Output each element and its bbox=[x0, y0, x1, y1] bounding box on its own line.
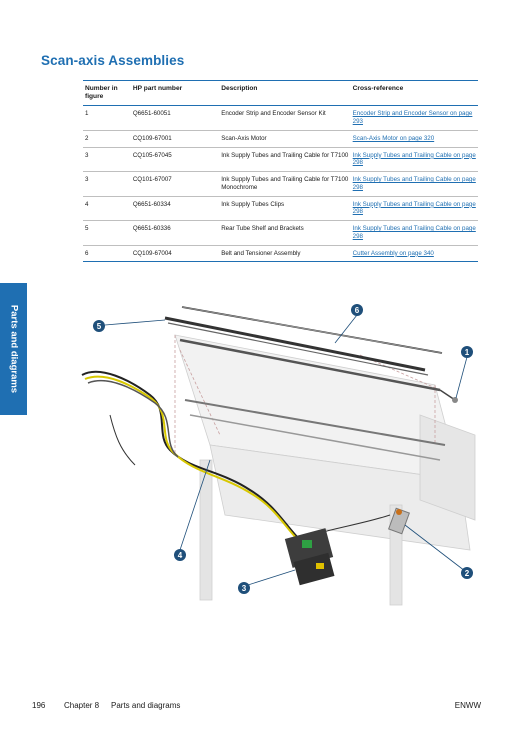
cross-reference-link-text[interactable]: Cutter Assembly on page 340 bbox=[352, 249, 434, 257]
part-description-text: Scan-Axis Motor bbox=[221, 134, 267, 142]
part-description-text: Belt and Tensioner Assembly bbox=[221, 249, 301, 257]
part-number-in-figure: 3 bbox=[83, 147, 131, 173]
callout-5: 5 bbox=[93, 319, 166, 332]
callout-2-label: 2 bbox=[465, 569, 470, 578]
scan-axis-rails bbox=[179, 338, 446, 461]
cross-reference-link: Ink Supply Tubes and Trailing Cable on p… bbox=[350, 171, 478, 197]
part-description-text: Encoder Strip and Encoder Sensor Kit bbox=[221, 110, 326, 118]
table-body: 1 Q6651-60051 Encoder Strip and Encoder Se… bbox=[83, 105, 478, 263]
page-title: Scan-axis Assemblies bbox=[41, 53, 185, 68]
footer-chapter: Chapter 8 bbox=[64, 701, 100, 710]
table-row: 2 CQ109-67001 Scan-Axis Motor Scan-Axis Mot… bbox=[83, 130, 478, 148]
hp-part-number: CQ101-67007 bbox=[130, 171, 220, 197]
part-description: Scan-Axis Motor bbox=[219, 130, 351, 148]
callout-4-label: 4 bbox=[178, 551, 183, 560]
encoder-sensor bbox=[439, 389, 458, 403]
scan-axis-motor bbox=[388, 507, 410, 535]
hp-part-number-text: CQ101-67007 bbox=[132, 176, 172, 184]
table-header-row: Number in figure HP part number Descript… bbox=[83, 80, 478, 106]
table-row: 5 Q6651-60336 Rear Tube Shelf and Brackets… bbox=[83, 220, 478, 246]
parts-table: Number in figure HP part number Descript… bbox=[83, 80, 478, 263]
part-description-text: Rear Tube Shelf and Brackets bbox=[221, 225, 304, 233]
part-description: Ink Supply Tubes and Trailing Cable for … bbox=[219, 147, 351, 173]
callout-2: 2 bbox=[404, 524, 473, 579]
cross-reference-link: Ink Supply Tubes and Trailing Cable on p… bbox=[350, 147, 478, 173]
part-number-in-figure-text: 3 bbox=[85, 176, 89, 184]
cross-reference-link-text[interactable]: Ink Supply Tubes and Trailing Cable on p… bbox=[352, 176, 476, 191]
part-number-in-figure: 3 bbox=[83, 171, 131, 197]
part-description-text: Ink Supply Tubes Clips bbox=[221, 200, 285, 208]
hp-part-number: Q6651-60051 bbox=[130, 105, 220, 131]
cross-reference-link-text[interactable]: Encoder Strip and Encoder Sensor on page… bbox=[352, 110, 473, 126]
hp-part-number-text: Q6651-60334 bbox=[132, 200, 171, 208]
section-side-tab[interactable]: Parts and diagrams bbox=[0, 283, 27, 415]
side-tab-label: Parts and diagrams bbox=[8, 304, 19, 394]
hp-part-number: CQ109-67001 bbox=[130, 130, 220, 148]
footer-page-number: 196 bbox=[32, 701, 46, 710]
part-number-in-figure: 5 bbox=[83, 220, 131, 246]
cross-reference-link-text[interactable]: Scan-Axis Motor on page 320 bbox=[352, 134, 435, 142]
table-row: 3 CQ105-67045 Ink Supply Tubes and Trailin… bbox=[83, 147, 478, 173]
callout-1-label: 1 bbox=[465, 348, 470, 357]
table-row: 1 Q6651-60051 Encoder Strip and Encoder Se… bbox=[83, 105, 478, 131]
cross-reference-link: Encoder Strip and Encoder Sensor on page… bbox=[350, 105, 478, 131]
part-number-in-figure-text: 3 bbox=[85, 151, 89, 159]
part-description-text: Ink Supply Tubes and Trailing Cable for … bbox=[221, 151, 349, 159]
callout-6: 6 bbox=[334, 304, 363, 344]
hp-part-number-text: CQ109-67004 bbox=[132, 249, 172, 257]
ink-supply-tube-assembly bbox=[284, 528, 335, 586]
header-part-number: HP part number bbox=[132, 85, 183, 92]
callout-5-label: 5 bbox=[97, 322, 102, 331]
hp-part-number: Q6651-60336 bbox=[130, 220, 220, 246]
part-number-in-figure-text: 1 bbox=[85, 110, 89, 118]
table-row: 6 CQ109-67004 Belt and Tensioner Assembly C… bbox=[83, 245, 478, 263]
hp-part-number-text: Q6651-60051 bbox=[132, 110, 171, 118]
part-number-in-figure-text: 5 bbox=[85, 225, 89, 233]
part-number-in-figure: 6 bbox=[83, 245, 131, 263]
hp-part-number-text: Q6651-60336 bbox=[132, 225, 171, 233]
part-number-in-figure: 1 bbox=[83, 105, 131, 131]
footer-right-label: ENWW bbox=[454, 701, 481, 710]
hp-part-number: CQ109-67004 bbox=[130, 245, 220, 263]
part-description: Belt and Tensioner Assembly bbox=[219, 245, 351, 263]
callout-3-label: 3 bbox=[242, 584, 247, 593]
part-number-in-figure-text: 2 bbox=[85, 134, 89, 142]
part-description: Ink Supply Tubes and Trailing Cable for … bbox=[219, 171, 351, 197]
part-number-in-figure-text: 4 bbox=[85, 200, 89, 208]
cross-reference-link: Ink Supply Tubes and Trailing Cable on p… bbox=[350, 220, 478, 246]
cross-reference-link-text[interactable]: Ink Supply Tubes and Trailing Cable on p… bbox=[352, 151, 476, 167]
hp-part-number-text: CQ109-67001 bbox=[132, 134, 172, 142]
header-cross-reference: Cross-reference bbox=[352, 85, 404, 92]
part-number-in-figure-text: 6 bbox=[85, 249, 89, 257]
cross-reference-link-text[interactable]: Ink Supply Tubes and Trailing Cable on p… bbox=[352, 200, 476, 216]
cross-reference-link-text[interactable]: Ink Supply Tubes and Trailing Cable on p… bbox=[352, 225, 476, 240]
scan-axis-exploded-diagram: 5 6 1 2 3 4 bbox=[81, 304, 476, 606]
hp-part-number-text: CQ105-67045 bbox=[132, 151, 172, 159]
part-description: Ink Supply Tubes Clips bbox=[219, 196, 351, 222]
footer-section: Parts and diagrams bbox=[111, 701, 181, 710]
callout-4: 4 bbox=[174, 459, 211, 561]
part-description: Rear Tube Shelf and Brackets bbox=[219, 220, 351, 246]
part-description-text: Ink Supply Tubes and Trailing Cable for … bbox=[221, 176, 349, 191]
callout-1: 1 bbox=[455, 346, 473, 399]
hp-part-number: Q6651-60334 bbox=[130, 196, 220, 222]
cross-reference-link: Ink Supply Tubes and Trailing Cable on p… bbox=[350, 196, 478, 222]
header-number: Number in figure bbox=[85, 85, 118, 101]
callout-3: 3 bbox=[238, 569, 296, 594]
callout-6-label: 6 bbox=[355, 306, 360, 315]
table-row: 3 CQ101-67007 Ink Supply Tubes and Trailin… bbox=[83, 171, 478, 197]
part-number-in-figure: 2 bbox=[83, 130, 131, 148]
hp-part-number: CQ105-67045 bbox=[130, 147, 220, 173]
part-description: Encoder Strip and Encoder Sensor Kit bbox=[219, 105, 351, 131]
table-row: 4 Q6651-60334 Ink Supply Tubes Clips Ink Su… bbox=[83, 196, 478, 222]
header-description: Description bbox=[221, 85, 258, 92]
part-number-in-figure: 4 bbox=[83, 196, 131, 222]
cross-reference-link: Scan-Axis Motor on page 320 bbox=[350, 130, 478, 148]
trailing-cable-and-tubes bbox=[81, 370, 391, 545]
belt-and-rear-shelf bbox=[164, 306, 443, 376]
cross-reference-link: Cutter Assembly on page 340 bbox=[350, 245, 478, 263]
